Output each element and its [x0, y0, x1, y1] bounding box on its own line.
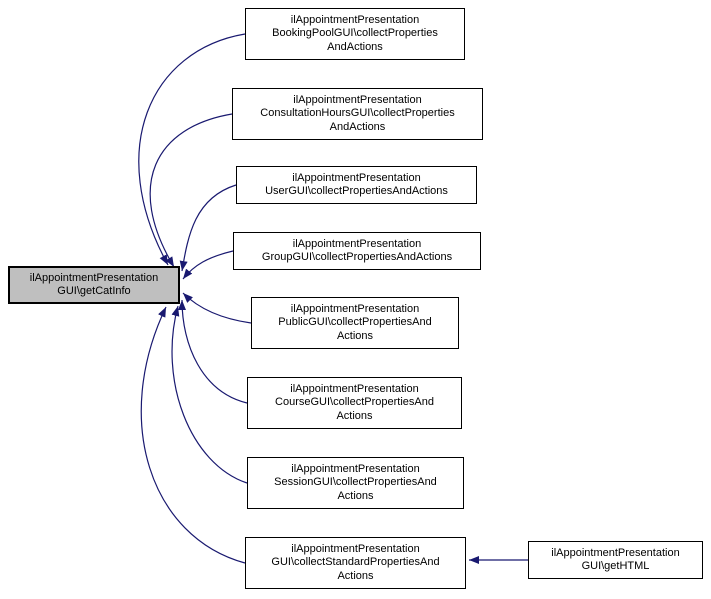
- edge-collectstandard-to-getcatinfo: [140, 306, 246, 564]
- edge-usergui-to-getcatinfo: [179, 184, 237, 272]
- edge-publicgui-to-getcatinfo: [182, 292, 252, 324]
- node-groupgui-collectpropertiesandactions[interactable]: ilAppointmentPresentation GroupGUI\colle…: [233, 232, 481, 270]
- node-publicgui-collectpropertiesandactions[interactable]: ilAppointmentPresentation PublicGUI\coll…: [251, 297, 459, 349]
- node-getcatinfo[interactable]: ilAppointmentPresentation GUI\getCatInfo: [8, 266, 180, 304]
- node-bookingpoolgui-collectpropertiesandactions[interactable]: ilAppointmentPresentation BookingPoolGUI…: [245, 8, 465, 60]
- node-coursegui-collectpropertiesandactions[interactable]: ilAppointmentPresentation CourseGUI\coll…: [247, 377, 462, 429]
- node-sessiongui-collectpropertiesandactions[interactable]: ilAppointmentPresentation SessionGUI\col…: [247, 457, 464, 509]
- node-consultationhoursgui-collectpropertiesandactions[interactable]: ilAppointmentPresentation ConsultationHo…: [232, 88, 483, 140]
- node-gui-gethtml[interactable]: ilAppointmentPresentation GUI\getHTML: [528, 541, 703, 579]
- edge-bookingpool-to-getcatinfo: [138, 33, 246, 266]
- edge-coursegui-to-getcatinfo: [178, 299, 248, 404]
- node-gui-collectstandardpropertiesandactions[interactable]: ilAppointmentPresentation GUI\collectSta…: [245, 537, 466, 589]
- edge-groupgui-to-getcatinfo: [182, 250, 234, 280]
- edge-consultationhours-to-getcatinfo: [149, 113, 233, 268]
- node-usergui-collectpropertiesandactions[interactable]: ilAppointmentPresentation UserGUI\collec…: [236, 166, 477, 204]
- edge-sessiongui-to-getcatinfo: [171, 305, 248, 484]
